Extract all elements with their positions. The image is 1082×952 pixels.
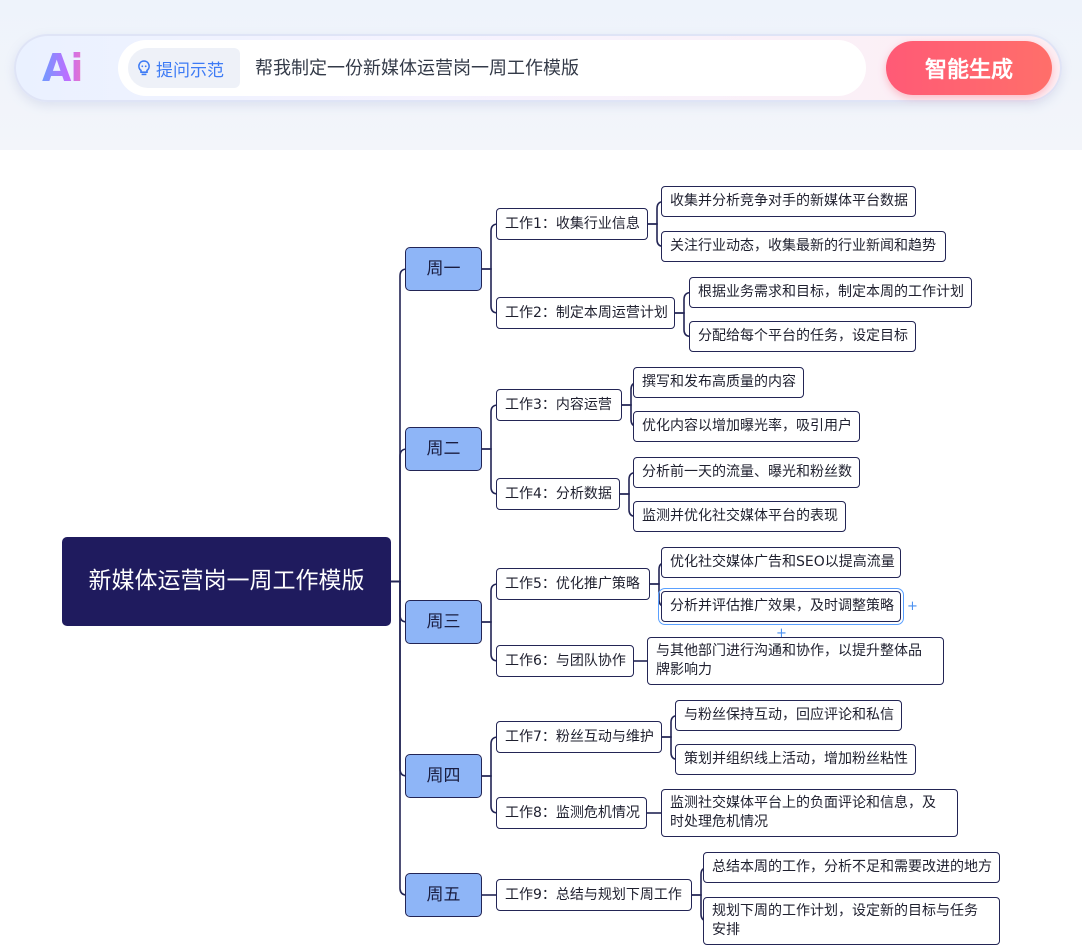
detail-node-4a[interactable]: 分析前一天的流量、曝光和粉丝数 [633, 457, 860, 488]
day-node-mon[interactable]: 周一 [405, 247, 482, 291]
hint-label: 提问示范 [156, 60, 224, 81]
detail-node-5b[interactable]: 分析并评估推广效果，及时调整策略 [658, 588, 904, 625]
day-node-tue[interactable]: 周二 [405, 427, 482, 471]
ai-logo: Ai [42, 46, 90, 90]
root-node[interactable]: 新媒体运营岗一周工作模版 [62, 537, 391, 626]
detail-node-2a[interactable]: 根据业务需求和目标，制定本周的工作计划 [689, 277, 972, 308]
task-node-3[interactable]: 工作3：内容运营 [496, 389, 622, 421]
detail-node-7b[interactable]: 策划并组织线上活动，增加粉丝粘性 [675, 744, 916, 775]
detail-node-3b[interactable]: 优化内容以增加曝光率，吸引用户 [633, 411, 860, 442]
detail-node-2b[interactable]: 分配给每个平台的任务，设定目标 [689, 321, 916, 352]
day-node-thu[interactable]: 周四 [405, 754, 482, 798]
generate-button[interactable]: 智能生成 [886, 41, 1052, 95]
prompt-input[interactable] [118, 40, 866, 96]
task-node-8[interactable]: 工作8：监测危机情况 [496, 797, 647, 829]
task-node-4[interactable]: 工作4：分析数据 [496, 478, 620, 510]
prompt-text: 帮我制定一份新媒体运营岗一周工作模版 [255, 58, 579, 79]
task-node-6[interactable]: 工作6：与团队协作 [496, 645, 634, 677]
plus-icon[interactable]: + [776, 626, 787, 641]
task-node-5[interactable]: 工作5：优化推广策略 [496, 568, 650, 600]
task-node-7[interactable]: 工作7：粉丝互动与维护 [496, 721, 662, 753]
detail-node-3a[interactable]: 撰写和发布高质量的内容 [633, 367, 804, 398]
hint-chip[interactable]: 提问示范 [128, 48, 240, 88]
detail-node-8a[interactable]: 监测社交媒体平台上的负面评论和信息，及时处理危机情况 [661, 789, 958, 837]
day-node-fri[interactable]: 周五 [405, 873, 482, 917]
detail-node-5a[interactable]: 优化社交媒体广告和SEO以提高流量 [661, 547, 901, 578]
day-node-wed[interactable]: 周三 [405, 600, 482, 644]
detail-node-7a[interactable]: 与粉丝保持互动，回应评论和私信 [675, 700, 902, 731]
connector-line [391, 268, 408, 583]
task-node-9[interactable]: 工作9：总结与规划下周工作 [496, 879, 692, 911]
detail-node-1b[interactable]: 关注行业动态，收集最新的行业新闻和趋势 [661, 231, 946, 262]
lightbulb-icon [138, 60, 150, 76]
task-node-2[interactable]: 工作2：制定本周运营计划 [496, 297, 675, 329]
detail-node-9b[interactable]: 规划下周的工作计划，设定新的目标与任务安排 [703, 897, 1000, 945]
task-node-1[interactable]: 工作1：收集行业信息 [496, 208, 648, 240]
detail-node-9a[interactable]: 总结本周的工作，分析不足和需要改进的地方 [703, 852, 1000, 883]
plus-icon[interactable]: + [907, 599, 918, 614]
connector-line [391, 448, 408, 583]
detail-node-6a[interactable]: 与其他部门进行沟通和协作，以提升整体品牌影响力 [647, 637, 944, 685]
detail-node-4b[interactable]: 监测并优化社交媒体平台的表现 [633, 501, 846, 532]
root-label: 新媒体运营岗一周工作模版 [88, 568, 365, 594]
detail-node-1a[interactable]: 收集并分析竞争对手的新媒体平台数据 [661, 186, 916, 217]
